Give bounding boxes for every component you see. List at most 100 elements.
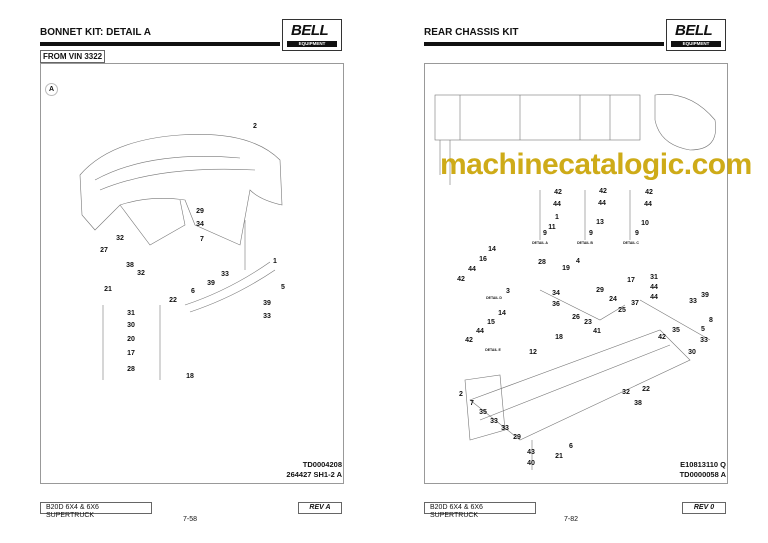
left-page-number: 7-58 <box>182 516 198 523</box>
callout-number: 43 <box>527 449 535 456</box>
callout-number: 9 <box>635 230 639 237</box>
callout-number: 18 <box>186 373 194 380</box>
title-rule <box>424 42 664 46</box>
left-footer-model: B20D 6X4 & 6X6 SUPERTRUCK <box>40 502 152 519</box>
callout-number: 18 <box>555 334 563 341</box>
callout-number: 21 <box>104 286 112 293</box>
callout-number: 19 <box>562 265 570 272</box>
callout-number: 21 <box>555 453 563 460</box>
callout-number: 30 <box>127 322 135 329</box>
drawing-number: TD0004208 <box>302 460 342 469</box>
detail-label: DETAIL B <box>577 241 593 245</box>
callout-number: 44 <box>598 200 606 207</box>
callout-number: 20 <box>127 336 135 343</box>
title-rule <box>40 42 280 46</box>
callout-number: 17 <box>127 350 135 357</box>
callout-number: 33 <box>221 271 229 278</box>
callout-number: 28 <box>538 259 546 266</box>
callout-number: 42 <box>645 189 653 196</box>
callout-number: 44 <box>650 284 658 291</box>
callout-number: 25 <box>618 307 626 314</box>
callout-number: 33 <box>501 425 509 432</box>
callout-number: 31 <box>127 310 135 317</box>
left-ref: TD0004208 264427 SH1-2 A <box>286 460 342 480</box>
sheet-number: TD0000058 A <box>679 470 726 479</box>
callout-number: 1 <box>273 258 277 265</box>
callout-number: 42 <box>457 276 465 283</box>
callout-number: 44 <box>644 201 652 208</box>
callout-number: 44 <box>650 294 658 301</box>
left-diagram-frame <box>40 63 344 484</box>
callout-number: 12 <box>529 349 537 356</box>
sheet-number: 264427 SH1-2 A <box>286 470 342 479</box>
left-page-title: BONNET KIT: DETAIL A <box>40 27 151 38</box>
right-ref: E10813110 Q TD0000058 A <box>680 460 726 480</box>
callout-number: 6 <box>569 443 573 450</box>
callout-number: 39 <box>207 280 215 287</box>
callout-number: 38 <box>126 262 134 269</box>
callout-number: 2 <box>253 123 257 130</box>
logo-sub: EQUIPMENT <box>287 41 337 47</box>
logo-sub: EQUIPMENT <box>671 41 721 47</box>
right-page-number: 7-82 <box>563 516 579 523</box>
callout-number: 5 <box>701 326 705 333</box>
drawing-number: E10813110 Q <box>680 460 726 469</box>
callout-number: 8 <box>709 317 713 324</box>
callout-number: 31 <box>650 274 658 281</box>
callout-number: 39 <box>701 292 709 299</box>
vin-note: FROM VIN 3322 <box>40 50 106 63</box>
callout-number: 33 <box>263 313 271 320</box>
callout-number: 44 <box>468 266 476 273</box>
right-diagram-frame <box>424 63 728 484</box>
callout-number: 32 <box>116 235 124 242</box>
callout-number: 39 <box>263 300 271 307</box>
callout-number: 11 <box>548 224 556 231</box>
callout-number: 22 <box>642 386 650 393</box>
callout-number: 35 <box>672 327 680 334</box>
callout-number: 9 <box>543 230 547 237</box>
callout-number: 42 <box>599 188 607 195</box>
callout-number: 30 <box>688 349 696 356</box>
callout-number: 27 <box>100 247 108 254</box>
callout-number: 42 <box>658 334 666 341</box>
callout-number: 1 <box>555 214 559 221</box>
callout-number: 37 <box>631 300 639 307</box>
callout-number: 26 <box>572 314 580 321</box>
callout-number: 22 <box>169 297 177 304</box>
detail-label: DETAIL E <box>485 348 501 352</box>
callout-number: 35 <box>479 409 487 416</box>
callout-number: 33 <box>689 298 697 305</box>
callout-number: 24 <box>609 296 617 303</box>
left-footer-revision: REV A <box>298 502 342 514</box>
right-footer-model: B20D 6X4 & 6X6 SUPERTRUCK <box>424 502 536 519</box>
logo-brand: BELL <box>291 22 329 39</box>
detail-label: DETAIL A <box>532 241 548 245</box>
callout-number: 41 <box>593 328 601 335</box>
callout-number: 28 <box>127 366 135 373</box>
callout-number: 6 <box>191 288 195 295</box>
callout-number: 34 <box>196 221 204 228</box>
watermark: machinecatalogic.com <box>440 148 752 181</box>
callout-number: 2 <box>459 391 463 398</box>
bell-logo: BELL EQUIPMENT <box>666 19 726 51</box>
callout-number: 9 <box>589 230 593 237</box>
callout-number: 42 <box>465 337 473 344</box>
callout-number: 7 <box>200 236 204 243</box>
callout-number: 17 <box>627 277 635 284</box>
callout-number: 40 <box>527 460 535 467</box>
callout-number: 33 <box>490 418 498 425</box>
callout-number: 23 <box>584 319 592 326</box>
right-page-title: REAR CHASSIS KIT <box>424 27 519 38</box>
callout-number: 29 <box>596 287 604 294</box>
callout-number: 44 <box>476 328 484 335</box>
right-footer-revision: REV 0 <box>682 502 726 514</box>
callout-number: 10 <box>641 220 649 227</box>
callout-number: 4 <box>576 258 580 265</box>
detail-label: DETAIL D <box>486 296 502 300</box>
callout-number: 14 <box>488 246 496 253</box>
logo-brand: BELL <box>675 22 713 39</box>
callout-number: 44 <box>553 201 561 208</box>
chassis-drawing <box>434 94 717 470</box>
callout-number: 34 <box>552 290 560 297</box>
